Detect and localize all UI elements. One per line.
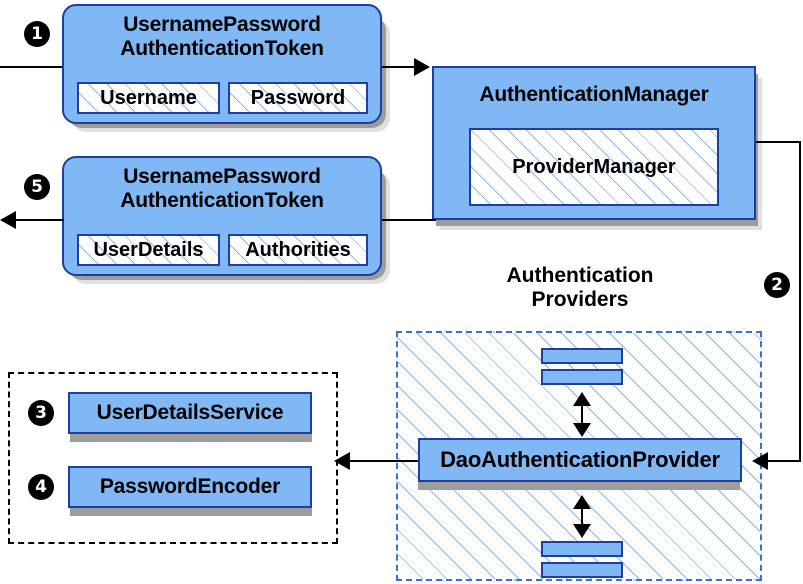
request-token-title-line2: AuthenticationToken <box>120 36 324 60</box>
response-token-title: UsernamePassword AuthenticationToken <box>120 165 324 212</box>
userdetailsservice: UserDetailsService <box>68 392 312 434</box>
provider-chain-line-top <box>581 396 583 426</box>
provider-chain-line-bottom <box>581 499 583 527</box>
provider-chain-arrow-down-top <box>573 423 591 437</box>
response-authentication-token: UsernamePassword AuthenticationToken Use… <box>62 156 382 276</box>
collapsed-provider-bar-3 <box>541 541 623 557</box>
manager-to-provider-line-top <box>756 141 801 143</box>
request-authentication-token: UsernamePassword AuthenticationToken Use… <box>62 4 382 124</box>
token-to-manager-arrowhead <box>414 58 430 76</box>
step-badge-4: 4 <box>28 474 54 500</box>
request-token-field-username-label: Username <box>100 86 197 109</box>
response-token-field-userdetails: UserDetails <box>77 234 220 266</box>
request-token-title: UsernamePassword AuthenticationToken <box>120 13 324 60</box>
response-token-field-authorities: Authorities <box>228 234 368 266</box>
userdetailsservice-label: UserDetailsService <box>96 401 284 425</box>
incoming-request-line <box>0 66 62 68</box>
provider-chain-arrow-up-bottom <box>573 495 591 509</box>
token-to-manager-line <box>382 66 415 68</box>
step-badge-3: 3 <box>28 400 54 426</box>
passwordencoder: PasswordEncoder <box>68 466 312 508</box>
authentication-providers-caption-line1: Authentication <box>506 264 654 287</box>
response-token-title-line1: UsernamePassword <box>123 165 321 188</box>
outgoing-response-arrowhead <box>0 211 16 229</box>
step-badge-2: 2 <box>764 272 790 298</box>
collapsed-provider-bar-4 <box>541 562 623 578</box>
authentication-providers-caption: Authentication Providers <box>462 264 698 312</box>
provider-chain-arrow-up-top <box>573 392 591 406</box>
provider-to-dependencies-arrowhead <box>334 452 350 470</box>
authentication-manager: AuthenticationManager ProviderManager <box>432 66 756 220</box>
authentication-manager-title: AuthenticationManager <box>479 83 709 106</box>
response-token-field-authorities-label: Authorities <box>245 238 351 261</box>
step-badge-5: 5 <box>24 174 50 200</box>
manager-to-provider-line-vertical <box>799 141 801 461</box>
provider-chain-arrow-down-bottom <box>573 524 591 538</box>
provider-to-dependencies-line <box>350 460 418 462</box>
provider-manager: ProviderManager <box>469 128 719 206</box>
outgoing-response-line <box>16 219 64 221</box>
request-token-field-password-label: Password <box>250 86 346 109</box>
manager-to-provider-arrowhead <box>752 452 768 470</box>
manager-to-response-token-line <box>382 219 436 221</box>
request-token-title-line1: UsernamePassword <box>123 13 321 36</box>
dao-authentication-provider-label: DaoAuthenticationProvider <box>440 446 720 472</box>
response-token-title-line2: AuthenticationToken <box>120 188 324 212</box>
request-token-field-username: Username <box>77 82 220 114</box>
manager-to-provider-line-bottom <box>766 460 801 462</box>
dao-authentication-provider: DaoAuthenticationProvider <box>418 438 742 482</box>
collapsed-provider-bar-2 <box>541 369 623 385</box>
provider-manager-label: ProviderManager <box>512 155 676 178</box>
response-token-field-userdetails-label: UserDetails <box>93 238 204 261</box>
passwordencoder-label: PasswordEncoder <box>99 475 281 499</box>
request-token-field-password: Password <box>228 82 368 114</box>
collapsed-provider-bar-1 <box>541 348 623 364</box>
authentication-providers-caption-line2: Providers <box>531 288 629 312</box>
step-badge-1: 1 <box>24 21 50 47</box>
